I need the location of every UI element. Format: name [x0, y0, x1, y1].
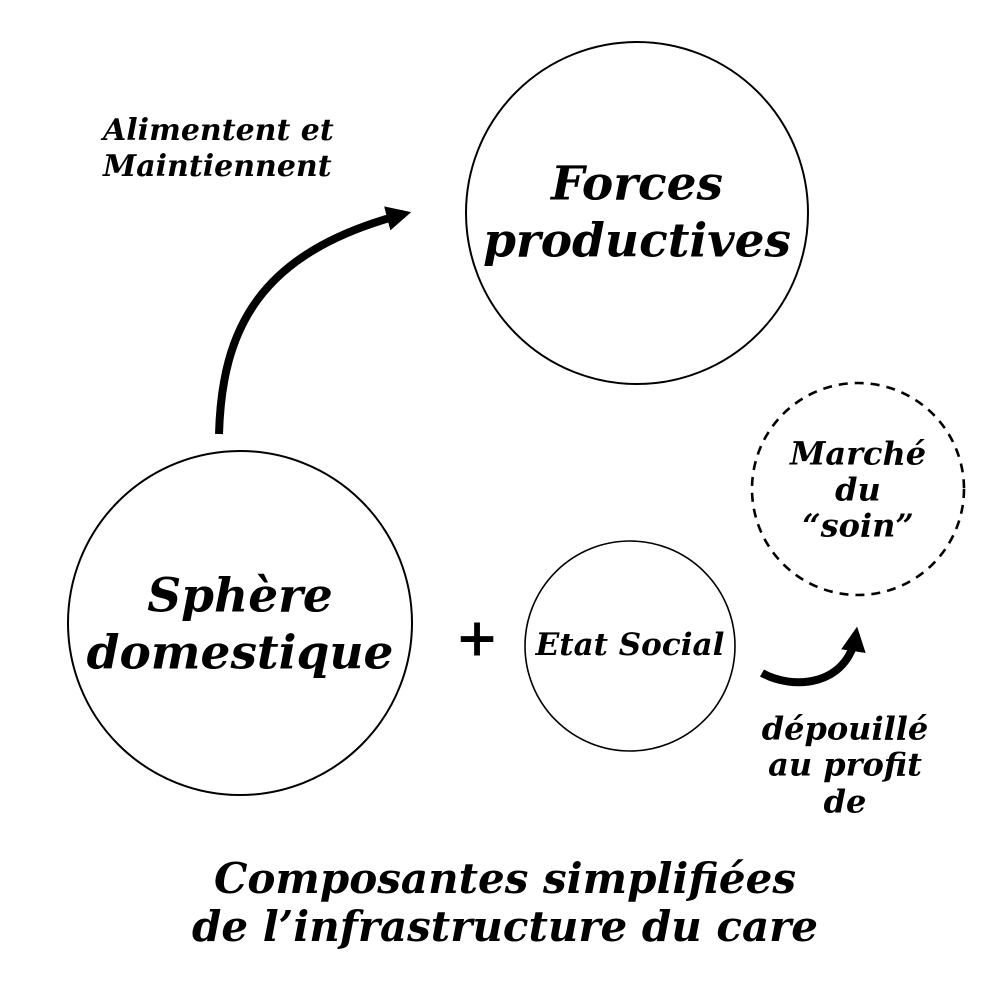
sphere-line1: Sphère	[147, 568, 333, 624]
sphere-domestique-label: Sphère domestique	[87, 568, 394, 683]
marche-line2: du	[835, 470, 881, 509]
forces-line1: Forces	[551, 156, 723, 212]
forces-line2: productives	[483, 214, 791, 269]
sphere-line2: domestique	[86, 626, 394, 681]
forces-productives-circle	[465, 41, 809, 385]
marche-line1: Marché	[789, 434, 927, 473]
alimentent-arrow-label: Alimentent et Maintiennent	[103, 113, 334, 185]
marche-du-soin-circle	[750, 381, 966, 597]
plus-operator: +	[455, 606, 499, 669]
sphere-domestique-circle	[67, 450, 413, 796]
etat-social-circle	[524, 540, 736, 752]
plus-sign: +	[455, 607, 499, 669]
forces-productives-label: Forces productives	[483, 156, 791, 271]
caption-line2: de l’infrastructure du care	[191, 902, 819, 951]
depouille-arrow-label: dépouillé au profit de	[761, 709, 929, 821]
marche-du-soin-label: Marché du “soin”	[789, 434, 927, 544]
feed-arrow	[215, 206, 412, 435]
etat-social-text: Etat Social	[535, 627, 725, 664]
depouille-line3: de	[823, 782, 867, 821]
marche-line3: “soin”	[802, 505, 914, 544]
depouille-line2: au profit	[768, 745, 922, 784]
alimentent-line1: Alimentent et	[103, 113, 334, 148]
caption: Composantes simplifiées de l’infrastruct…	[192, 855, 818, 951]
caption-line1: Composantes simplifiées	[213, 854, 796, 904]
etat-social-label: Etat Social	[536, 627, 725, 665]
strip-arrow	[760, 626, 866, 687]
depouille-line1: dépouillé	[761, 709, 929, 748]
alimentent-line2: Maintiennent	[103, 149, 332, 184]
